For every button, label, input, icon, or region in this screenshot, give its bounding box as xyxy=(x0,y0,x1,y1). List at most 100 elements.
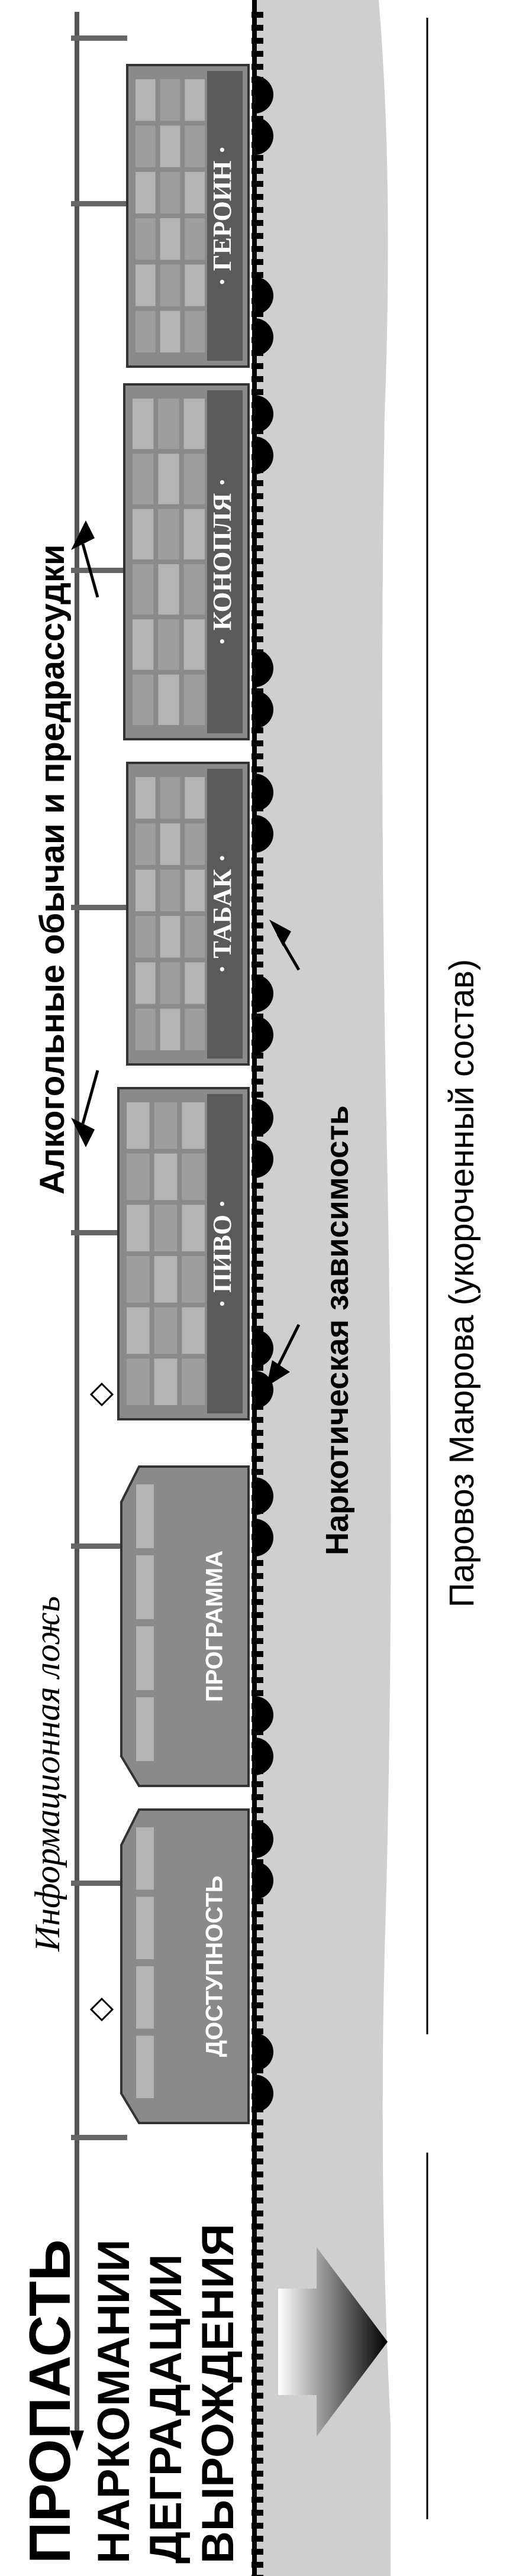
rail-tie xyxy=(251,2015,263,2021)
car-window xyxy=(158,454,179,504)
rail-tie xyxy=(251,2432,263,2438)
rail-tie xyxy=(251,506,263,512)
connector-stub xyxy=(71,1881,127,1886)
car-window xyxy=(136,962,156,1004)
car-window xyxy=(133,674,154,725)
rail-tie xyxy=(251,2484,263,2490)
car-window xyxy=(183,674,205,725)
car-window xyxy=(136,2035,154,2098)
rail-tie xyxy=(251,1560,263,1566)
wheel xyxy=(254,2075,273,2112)
rail-tie xyxy=(251,1677,263,1683)
car-window xyxy=(185,171,205,213)
rail-tie xyxy=(251,2354,263,2360)
rail-tie xyxy=(251,2536,263,2542)
rail-tie xyxy=(251,2198,263,2203)
rail-tie xyxy=(251,2132,263,2138)
train-car: · ГЕРОИН · xyxy=(126,64,250,368)
connector-stub xyxy=(71,1543,127,1549)
car-window xyxy=(160,125,180,167)
rail-tie xyxy=(251,168,263,174)
rail-tie xyxy=(251,1417,263,1423)
rail-tie xyxy=(251,870,263,876)
rail-tie xyxy=(251,1326,263,1332)
car-window xyxy=(158,619,179,670)
car-window xyxy=(154,1256,178,1303)
car-window xyxy=(160,79,180,121)
car-window xyxy=(127,1358,150,1405)
rail-tie xyxy=(251,51,263,57)
car-window xyxy=(154,1205,178,1251)
car-window xyxy=(183,564,205,615)
car-window xyxy=(182,1358,205,1405)
alcohol-arrow-1 xyxy=(81,543,99,598)
car-window xyxy=(136,171,156,213)
car-window xyxy=(133,619,154,670)
rail-tie xyxy=(251,1235,263,1241)
rail-tie xyxy=(251,1456,263,1462)
rail-tie xyxy=(251,246,263,252)
rail-tie xyxy=(251,545,263,551)
rail-tie xyxy=(251,623,263,629)
rail-tie xyxy=(251,740,263,746)
car-window xyxy=(133,399,154,449)
wheel xyxy=(254,436,273,474)
car-window xyxy=(185,916,205,958)
wheel xyxy=(254,1820,273,1858)
rail-tie xyxy=(251,727,263,733)
rail-tie xyxy=(251,923,263,928)
alcohol-arrowhead-2-icon xyxy=(71,1118,95,1147)
rail-tie xyxy=(251,2119,263,2125)
wheel xyxy=(254,649,273,687)
car-window xyxy=(136,916,156,958)
rail-tie xyxy=(251,1651,263,1657)
car-window xyxy=(136,1897,154,1959)
car-window xyxy=(160,869,180,911)
rail-tie xyxy=(251,1092,263,1098)
caption: Паровоз Маюрова (укороченный состав) xyxy=(443,959,481,1607)
rail-tie xyxy=(251,25,263,31)
rail-tie xyxy=(251,1313,263,1319)
rail-tie xyxy=(251,1573,263,1579)
car-window xyxy=(154,1358,178,1405)
connector-stub xyxy=(71,905,127,910)
wheel xyxy=(254,774,273,811)
train-car: ДОСТУПНОСТЬ xyxy=(120,1808,250,2124)
car-window xyxy=(136,264,156,306)
rail-tie xyxy=(251,1664,263,1670)
car-label: · КОНОПЛЯ · xyxy=(208,478,237,646)
rail-tie xyxy=(251,1794,263,1800)
rail-tie xyxy=(251,2263,263,2268)
rail-tie xyxy=(251,2002,263,2008)
abyss-line-2: ДЕГРАДАЦИИ xyxy=(141,2254,191,2564)
car-window xyxy=(185,218,205,260)
rail-tie xyxy=(251,2145,263,2151)
car-window xyxy=(127,1205,150,1251)
coupler-diamond-icon xyxy=(89,1382,114,1407)
rail-tie xyxy=(251,2575,263,2576)
rail-tie xyxy=(251,1963,263,1969)
rail-tie xyxy=(251,857,263,863)
rail-tie xyxy=(251,1365,263,1371)
rail-tie xyxy=(251,884,263,889)
car-window xyxy=(182,1153,205,1200)
car-window xyxy=(136,1966,154,2029)
car-window xyxy=(154,1153,178,1200)
car-window xyxy=(160,777,180,819)
car-window xyxy=(182,1256,205,1303)
rail-tie xyxy=(251,1300,263,1306)
train-car: ПРОГРАММА xyxy=(120,1465,250,1787)
car-window xyxy=(185,264,205,306)
abyss-line-1: НАРКОМАНИИ xyxy=(89,2240,139,2564)
drug-arrow-2 xyxy=(273,1323,301,1373)
wheel xyxy=(254,1519,273,1556)
wheel xyxy=(254,76,273,114)
alcohol-arrow-2 xyxy=(81,1070,99,1124)
rail-tie xyxy=(251,766,263,772)
rail-tie xyxy=(251,949,263,954)
rail-tie xyxy=(251,584,263,590)
rail-tie xyxy=(251,2224,263,2229)
car-window xyxy=(182,1307,205,1354)
car-label-band xyxy=(207,769,243,1059)
